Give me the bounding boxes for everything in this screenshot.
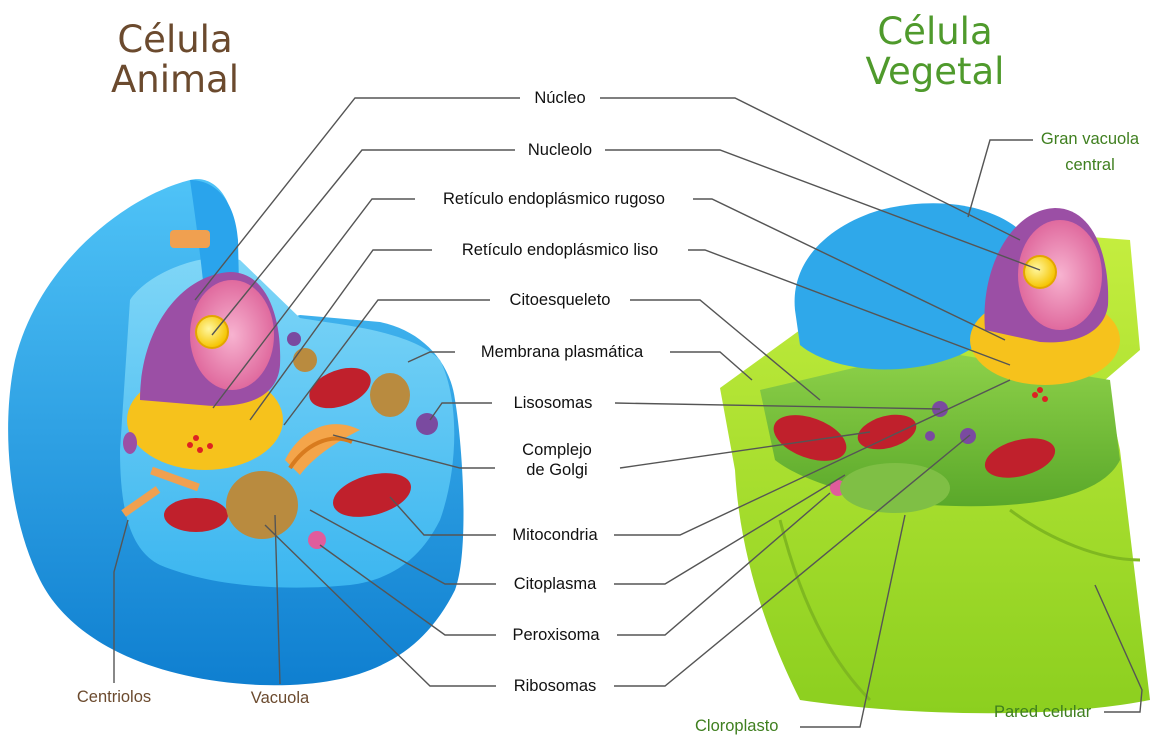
plant-title-line2: Vegetal [855,52,1015,92]
label-lisosomas: Lisosomas [512,393,595,413]
label-nucleo: Núcleo [532,88,587,108]
label-nucleolo: Nucleolo [526,140,594,160]
animal-cell-title: Célula Animal [110,20,240,100]
label-peroxisoma: Peroxisoma [510,625,601,645]
plant-chloroplast [840,463,950,513]
label-citoesqueleto: Citoesqueleto [508,290,613,310]
label-centriolos: Centriolos [75,687,153,707]
label-citoplasma: Citoplasma [512,574,599,594]
animal-vacuole [226,471,298,539]
label-gran-vacuola-line2: central [1041,152,1139,178]
plant-nucleolus [1024,256,1056,288]
label-vacuola: Vacuola [249,688,311,708]
label-gran-vacuola: Gran vacuola central [1039,126,1141,178]
plant-title-line1: Célula [855,12,1015,52]
animal-cell [8,179,463,685]
label-gran-vacuola-line1: Gran vacuola [1041,126,1139,152]
label-golgi-line2: de Golgi [522,460,592,480]
label-reticulo-rugoso: Retículo endoplásmico rugoso [441,189,667,209]
label-cloroplasto: Cloroplasto [693,716,780,736]
plant-cell-title: Célula Vegetal [855,12,1015,92]
animal-lysosome [416,413,438,435]
label-ribosomas: Ribosomas [512,676,599,696]
label-golgi-line1: Complejo [522,440,592,460]
label-golgi: Complejo de Golgi [520,440,594,480]
label-membrana-plasmatica: Membrana plasmática [479,342,645,362]
animal-peroxisome [308,531,326,549]
label-reticulo-liso: Retículo endoplásmico liso [460,240,660,260]
animal-title-line1: Célula [110,20,240,60]
animal-title-line2: Animal [110,60,240,100]
label-mitocondria: Mitocondria [510,525,599,545]
animal-small-vacuole [370,373,410,417]
label-pared-celular: Pared celular [992,702,1093,722]
